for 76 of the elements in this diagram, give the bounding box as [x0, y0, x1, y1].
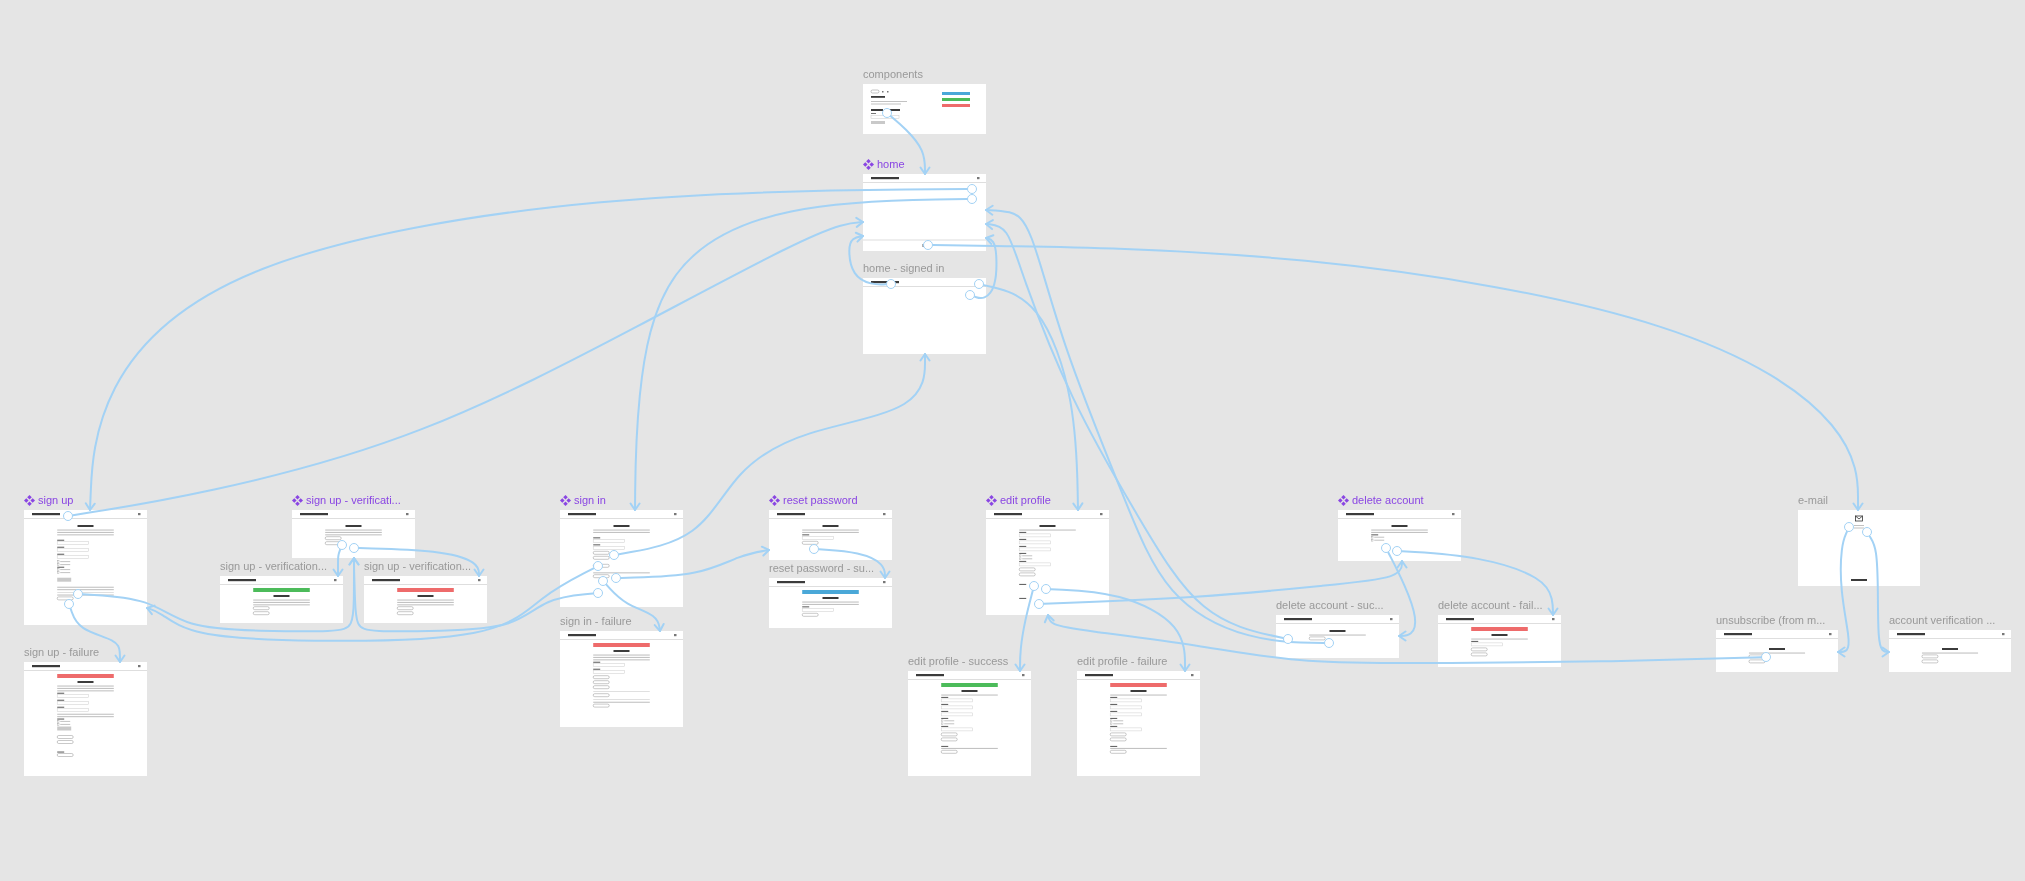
- hotspot-ring: [337, 540, 347, 550]
- frame-title: unsubscribe (from m...: [1716, 614, 1826, 627]
- frame-title: delete account - fail...: [1438, 599, 1543, 612]
- connector-arrow: [848, 231, 887, 286]
- frame-title: components: [863, 68, 923, 81]
- frame-title: delete account: [1352, 494, 1424, 507]
- hotspot-ring: [609, 550, 619, 560]
- connector-arrow: [1043, 614, 1762, 665]
- hotspot-ring: [598, 576, 608, 586]
- connector-arrow: [985, 204, 1325, 644]
- hotspot-ring: [965, 290, 975, 300]
- hotspot-ring: [1034, 599, 1044, 609]
- frame-title: home: [877, 158, 905, 171]
- frame-title: sign in - failure: [560, 615, 632, 628]
- frame-title: sign up - verificati...: [306, 494, 401, 507]
- connector-arrow: [973, 234, 998, 300]
- hotspot-ring: [593, 588, 603, 598]
- frame-title: sign up - verification...: [364, 560, 471, 573]
- connector-arrow: [932, 244, 1864, 511]
- connector-arrow: [71, 216, 864, 517]
- connector-arrow: [985, 219, 1285, 639]
- connector-arrow: [69, 607, 126, 663]
- hotspot-ring: [73, 589, 83, 599]
- hotspot-ring: [1761, 652, 1771, 662]
- frame-title: home - signed in: [863, 262, 945, 275]
- hotspot-ring: [1324, 638, 1334, 648]
- hotspot-ring: [1029, 581, 1039, 591]
- hotspot-ring: [967, 194, 977, 204]
- hotspot-ring: [809, 544, 819, 554]
- hotspot-ring: [967, 184, 977, 194]
- connector-arrow: [629, 198, 968, 511]
- connector-arrow: [1837, 530, 1850, 658]
- frame-title: sign up - verification...: [220, 560, 327, 573]
- frame-title: sign up: [38, 494, 74, 507]
- hotspot-ring: [63, 511, 73, 521]
- hotspot-ring: [349, 543, 359, 553]
- connector-arrow: [818, 548, 891, 579]
- connector-arrow: [1043, 560, 1408, 605]
- hotspot-ring: [974, 279, 984, 289]
- hotspot-ring: [923, 240, 933, 250]
- frame-title: reset password - su...: [769, 562, 875, 575]
- hotspot-ring: [1041, 584, 1051, 594]
- frame-title: reset password: [783, 494, 858, 507]
- frame-title: e-mail: [1798, 494, 1828, 507]
- connector-arrow: [146, 567, 595, 642]
- frame-title: account verification ...: [1889, 614, 1996, 627]
- hotspot-ring: [1392, 546, 1402, 556]
- frame-title: delete account - suc...: [1276, 599, 1384, 612]
- frame-title: edit profile - failure: [1077, 655, 1168, 668]
- connector-arrow: [620, 545, 770, 579]
- connector-arrow: [1868, 535, 1890, 658]
- connector-arrow: [84, 188, 968, 511]
- connector-arrow: [1050, 588, 1191, 672]
- hotspot-ring: [1844, 522, 1854, 532]
- hotspot-ring: [1862, 527, 1872, 537]
- connector-arrow: [1387, 551, 1417, 642]
- hotspot-ring: [1381, 543, 1391, 553]
- frame-title: edit profile - success: [908, 655, 1009, 668]
- connector-arrow: [332, 548, 344, 577]
- connector-arrow: [982, 284, 1084, 511]
- connector-arrow: [358, 547, 485, 577]
- frame-title: edit profile: [1000, 494, 1051, 507]
- hotspot-ring: [64, 599, 74, 609]
- hotspot-ring: [882, 108, 892, 118]
- connector-arrow: [348, 557, 594, 633]
- hotspot-ring: [593, 561, 603, 571]
- connector-arrow: [605, 583, 665, 632]
- hotspot-ring: [886, 279, 896, 289]
- frame-title: sign in: [574, 494, 606, 507]
- connector-arrow: [1014, 589, 1034, 672]
- hotspot-ring: [1283, 634, 1293, 644]
- connector-arrow: [889, 115, 931, 175]
- connector-arrow: [1401, 550, 1559, 616]
- frame-title: sign up - failure: [24, 646, 100, 659]
- hotspot-ring: [611, 573, 621, 583]
- connector-arrow: [617, 353, 931, 556]
